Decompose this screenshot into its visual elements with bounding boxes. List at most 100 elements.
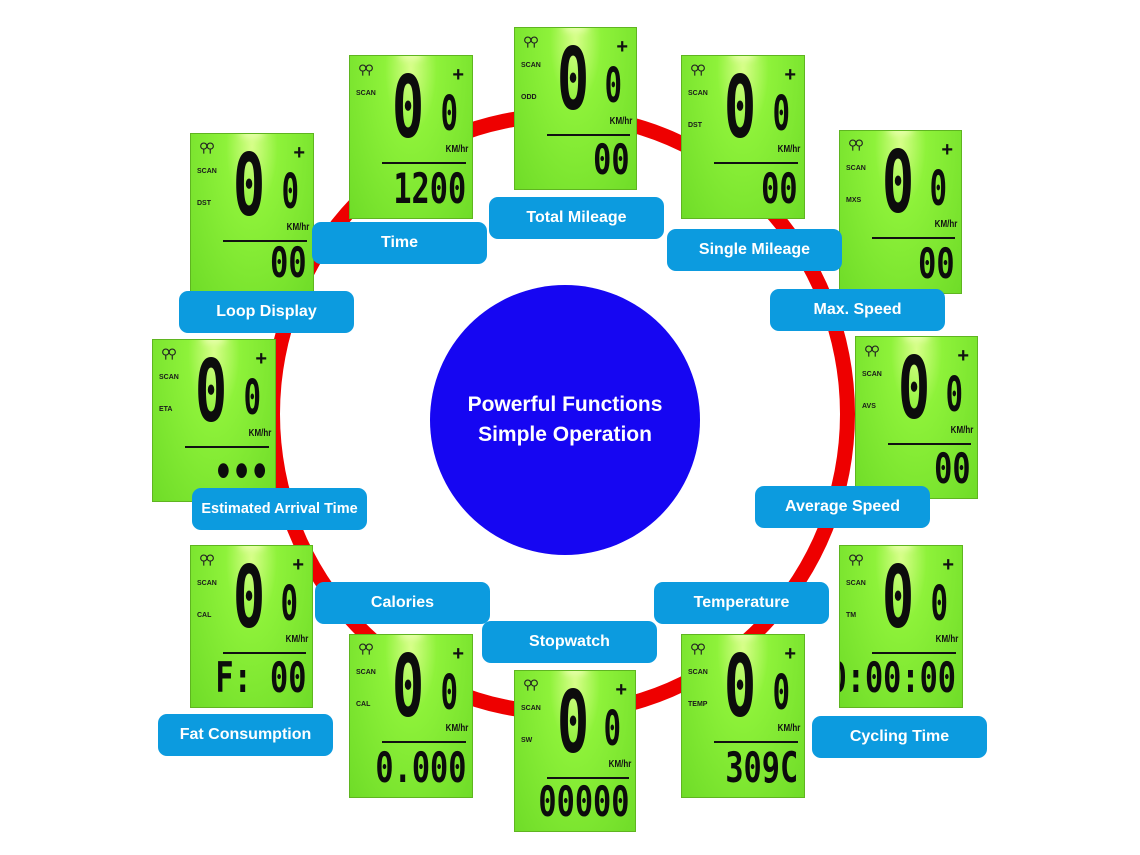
lcd-speed-integer: 0: [724, 637, 757, 737]
lcd-scan-indicator: SCAN: [688, 669, 708, 676]
center-subtitle: Simple Operation: [478, 423, 652, 446]
label-loop-display: Loop Display: [179, 291, 354, 333]
lcd-scan-indicator: SCAN: [197, 580, 217, 587]
lcd-mode-label: TM: [846, 612, 857, 619]
plus-indicator: +: [293, 142, 305, 164]
label-estimated-arrival-time: Estimated Arrival Time: [192, 488, 367, 530]
lcd-scan-indicator: SCAN: [197, 168, 217, 175]
lcd-speed-unit: KM/hr: [777, 144, 800, 155]
backlight-glow: [398, 635, 424, 639]
lcd-scan-indicator: SCAN: [846, 165, 866, 172]
lcd-separator: [382, 741, 466, 743]
lcd-bottom-value: 00: [761, 164, 798, 213]
lcd-separator: [547, 777, 629, 779]
lcd-separator: [547, 134, 630, 136]
bike-icon: ⚲⚲: [358, 641, 374, 656]
lcd-speed-integer: 0: [233, 136, 266, 236]
lcd-speed-integer: 0: [882, 548, 915, 648]
plus-indicator: +: [255, 348, 267, 370]
lcd-separator: [872, 237, 955, 239]
lcd-mode-label: ODD: [521, 94, 537, 101]
plus-indicator: +: [957, 345, 969, 367]
bike-icon: ⚲⚲: [199, 552, 215, 567]
lcd-mode-label: MXS: [846, 197, 862, 204]
lcd-separator: [185, 446, 269, 448]
plus-indicator: +: [452, 643, 464, 665]
backlight-glow: [730, 56, 756, 60]
lcd-speed-decimal: 0: [772, 86, 790, 142]
lcd-speed-unit: KM/hr: [445, 144, 468, 155]
lcd-bottom-value: 00: [918, 239, 955, 288]
lcd-bottom-value: F: 00: [214, 653, 306, 702]
lcd-bottom-value: 00: [270, 238, 307, 287]
lcd-speed-decimal: 0: [440, 86, 458, 142]
lcd-mode-label: AVS: [862, 403, 876, 410]
center-title: Powerful Functions: [467, 393, 663, 416]
label-cycling-time: Cycling Time: [812, 716, 987, 758]
plus-indicator: +: [616, 36, 628, 58]
label-average-speed: Average Speed: [755, 486, 930, 528]
plus-indicator: +: [452, 64, 464, 86]
plus-indicator: +: [784, 64, 796, 86]
lcd-speed-integer: 0: [882, 133, 915, 233]
label-time: Time: [312, 222, 487, 264]
bike-icon: ⚲⚲: [690, 641, 706, 656]
lcd-separator: [223, 240, 307, 242]
label-single-mileage: Single Mileage: [667, 229, 842, 271]
lcd-speed-unit: KM/hr: [445, 723, 468, 734]
lcd-separator: [714, 162, 798, 164]
plus-indicator: +: [292, 554, 304, 576]
backlight-glow: [563, 28, 588, 32]
lcd-speed-integer: 0: [233, 548, 266, 648]
lcd-speed-unit: KM/hr: [950, 425, 973, 436]
backlight-glow: [730, 635, 756, 639]
bike-icon: ⚲⚲: [358, 62, 374, 77]
lcd-mode-label: TEMP: [688, 701, 708, 708]
backlight-glow: [239, 546, 264, 550]
lcd-speed-decimal: 0: [281, 164, 299, 220]
lcd-speed-integer: 0: [724, 58, 757, 158]
lcd-speed-integer: 0: [392, 637, 425, 737]
lcd-speed-unit: KM/hr: [777, 723, 800, 734]
lcd-separator: [888, 443, 971, 445]
lcd-mode-label: CAL: [356, 701, 371, 708]
lcd-speed-unit: KM/hr: [934, 219, 957, 230]
bike-icon: ⚲⚲: [864, 343, 880, 358]
backlight-glow: [398, 56, 424, 60]
lcd-bottom-value: 309C: [725, 743, 798, 792]
backlight-glow: [888, 546, 914, 550]
bike-icon: ⚲⚲: [523, 34, 539, 49]
lcd-speed-integer: 0: [195, 342, 228, 442]
lcd-mode-label: CAL: [197, 612, 212, 619]
bike-icon: ⚲⚲: [848, 137, 864, 152]
lcd-speed-unit: KM/hr: [248, 428, 271, 439]
label-max-speed: Max. Speed: [770, 289, 945, 331]
lcd-bottom-value: 1200: [393, 164, 466, 213]
lcd-scan-indicator: SCAN: [356, 669, 376, 676]
bike-icon: ⚲⚲: [690, 62, 706, 77]
lcd-speed-unit: KM/hr: [609, 116, 632, 127]
label-total-mileage: Total Mileage: [489, 197, 664, 239]
lcd-speed-decimal: 0: [440, 665, 458, 721]
backlight-glow: [201, 340, 227, 344]
bike-icon: ⚲⚲: [199, 140, 215, 155]
lcd-scan-indicator: SCAN: [846, 580, 866, 587]
lcd-bottom-value: 00000: [537, 777, 629, 826]
lcd-separator: [223, 652, 306, 654]
label-stopwatch: Stopwatch: [482, 621, 657, 663]
lcd-speed-integer: 0: [898, 339, 931, 439]
backlight-glow: [563, 671, 587, 675]
lcd-speed-decimal: 0: [930, 576, 948, 632]
backlight-glow: [888, 131, 913, 135]
lcd-speed-decimal: 0: [945, 367, 963, 423]
